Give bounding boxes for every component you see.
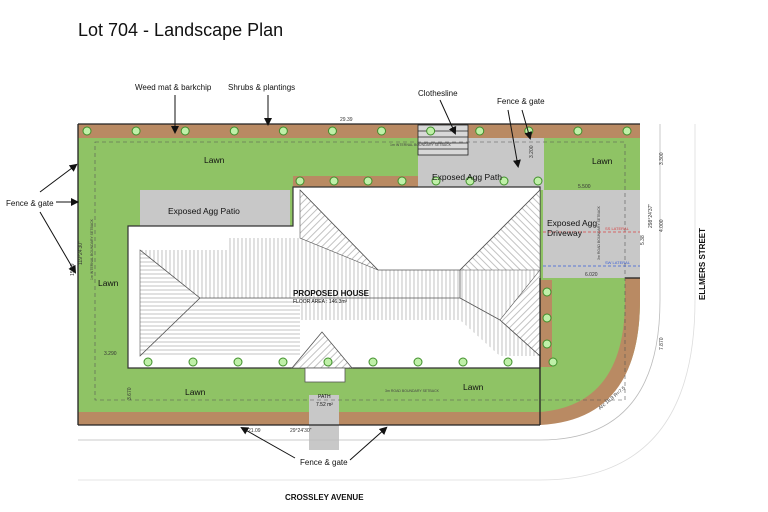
sw-lateral-label: SW LATERAL (605, 260, 631, 265)
dim-5500: 5.500 (578, 184, 591, 190)
callout-shrubs: Shrubs & plantings (228, 83, 295, 92)
planting-house-bottom (143, 357, 153, 367)
planting-top (229, 126, 239, 136)
setback-labels: 1m INTERNAL BOUNDARY SETBACK 1m INTERNAL… (90, 143, 601, 393)
callout-arrows (39, 95, 533, 461)
page-title: Lot 704 - Landscape Plan (78, 20, 284, 40)
lawn-bottom-left-label: Lawn (185, 387, 206, 397)
setback-lines (94, 141, 626, 401)
barkchip-top (78, 124, 640, 138)
callout-fence-gate-top: Fence & gate (497, 97, 545, 106)
area-labels: Lawn Lawn Lawn Lawn Lawn Exposed Agg Pat… (98, 155, 613, 408)
planting-house-top (533, 176, 543, 186)
planting-side (542, 287, 552, 297)
callout-fence-gate-left: Fence & gate (6, 199, 54, 208)
planting-house-top (295, 176, 305, 186)
boundary-lines (77, 123, 640, 426)
planting-house-top (329, 176, 339, 186)
dim-bottom-b: 29°24'30" (290, 428, 312, 434)
lawn-top-label: Lawn (204, 155, 225, 165)
street-ellmers: ELLMERS STREET (698, 228, 707, 300)
callouts: Weed mat & barkchip Shrubs & plantings C… (6, 83, 545, 467)
ss-lateral-label: SS LATERAL (605, 226, 630, 231)
planting-top (426, 126, 436, 136)
house-label: PROPOSED HOUSE (293, 289, 370, 298)
dim-left-angle: 119°24'30" (78, 241, 84, 265)
driveway-paving (543, 190, 640, 278)
front-path-paving (309, 395, 339, 450)
planting-house-bottom (458, 357, 468, 367)
house-roof (127, 186, 541, 383)
planting-top (573, 126, 583, 136)
planting-house-bottom (233, 357, 243, 367)
planting-top (180, 126, 190, 136)
planting-house-bottom (323, 357, 333, 367)
planting-house-bottom (413, 357, 423, 367)
dim-3290: 3.290 (104, 351, 117, 357)
dim-top: 29.39 (340, 117, 353, 123)
lawn-top-right-label: Lawn (592, 156, 613, 166)
street-crossley: CROSSLEY AVENUE (285, 493, 364, 502)
planting-house-top (431, 176, 441, 186)
setback-left-label: 1m INTERNAL BOUNDARY SETBACK (90, 218, 94, 280)
planting-house-top (465, 176, 475, 186)
dim-r-angle: 298°24'37" (648, 204, 654, 228)
planting-top (622, 126, 632, 136)
planting-house-bottom (278, 357, 288, 367)
planting-side (542, 313, 552, 323)
planting-top (278, 126, 288, 136)
planting-house-bottom (503, 357, 513, 367)
planting-house-top (397, 176, 407, 186)
setback-top-label: 1m INTERNAL BOUNDARY SETBACK (390, 143, 452, 147)
callout-clothesline: Clothesline (418, 89, 458, 98)
planting-house-bottom (548, 357, 558, 367)
driveway-label-2: Driveway (547, 228, 583, 238)
planting-top (131, 126, 141, 136)
setback-right-label: 3m ROAD BOUNDARY SETBACK (597, 205, 601, 260)
planting-group (82, 126, 632, 367)
path-label: PATH (318, 394, 331, 400)
lawn-left-label: Lawn (98, 278, 119, 288)
house-floor-area: FLOOR AREA : 146.3m² (293, 299, 348, 305)
planting-top (475, 126, 485, 136)
planting-top (327, 126, 337, 136)
street-kerbs (78, 124, 696, 481)
callout-fence-gate-bottom: Fence & gate (300, 458, 348, 467)
dim-r-538: 5.38 (640, 235, 646, 245)
path-area-label: 7.52 m² (316, 402, 333, 408)
planting-top (377, 126, 387, 136)
planting-house-bottom (368, 357, 378, 367)
dim-r-4000: 4.000 (659, 219, 665, 232)
agg-path-label: Exposed Agg Path (432, 172, 502, 182)
planting-top (82, 126, 92, 136)
patio-paving (140, 190, 290, 226)
house-label-group: PROPOSED HOUSE FLOOR AREA : 146.3m² (293, 289, 370, 305)
clothesline (417, 124, 469, 156)
barkchip-corner (540, 278, 640, 425)
dim-r-3300: 3.300 (659, 152, 665, 165)
driveway-label-1: Exposed Agg (547, 218, 597, 228)
patio-label: Exposed Agg Patio (168, 206, 240, 216)
dim-6020: 6.020 (585, 272, 598, 278)
planting-house-top (363, 176, 373, 186)
planting-house-top (499, 176, 509, 186)
dim-bottom-a: 21.09 (248, 428, 261, 434)
laterals: SS LATERAL SW LATERAL (543, 226, 640, 267)
dim-r-7870: 7.870 (659, 337, 665, 350)
planting-house-bottom (188, 357, 198, 367)
planting-side (542, 339, 552, 349)
dim-3200: 3.200 (529, 145, 535, 158)
callout-weed-mat: Weed mat & barkchip (135, 83, 212, 92)
dim-3670: 3.670 (127, 387, 133, 400)
setback-bottom-label: 3m ROAD BOUNDARY SETBACK (385, 389, 440, 393)
lawn-bottom-right-label: Lawn (463, 382, 484, 392)
